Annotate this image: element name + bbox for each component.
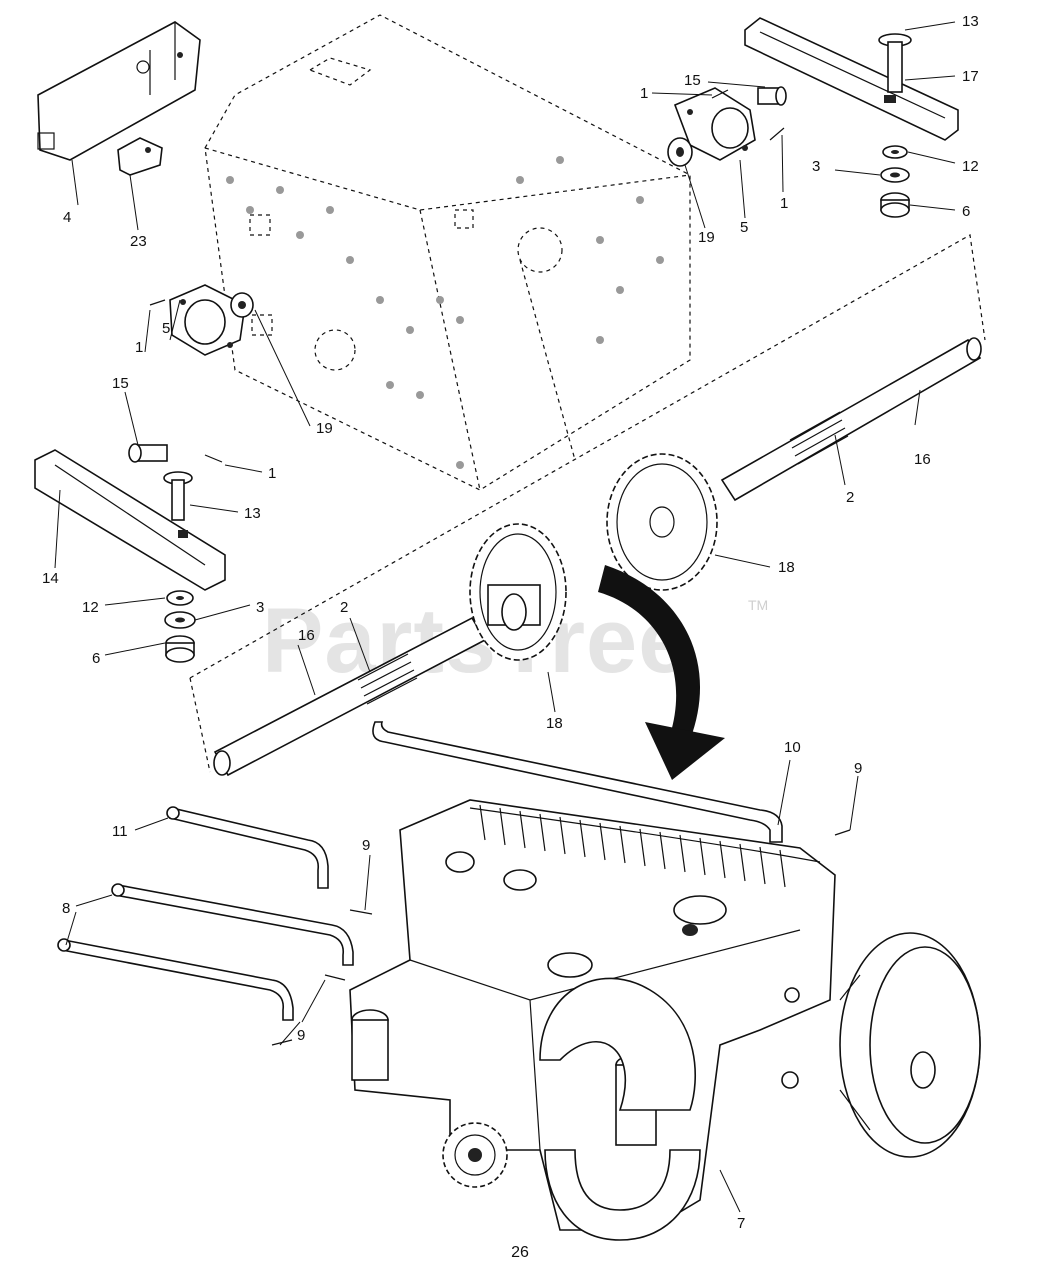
washer-3-left[interactable]	[164, 611, 196, 629]
bearing-19-left[interactable]	[230, 292, 254, 318]
pinion-gear[interactable]	[442, 1122, 508, 1188]
watermark-trademark: TM	[748, 597, 768, 613]
leader-lines	[54, 21, 956, 1213]
callout-6: 6	[92, 650, 100, 667]
page-number: 26	[511, 1244, 529, 1261]
callout-16: 16	[914, 451, 931, 468]
gear-18-right[interactable]	[606, 453, 718, 591]
callout-5: 5	[162, 320, 170, 337]
bolt-15-left[interactable]	[128, 443, 168, 463]
pulley[interactable]	[839, 932, 981, 1158]
rod-8-lower[interactable]	[57, 938, 294, 1021]
callout-19: 19	[316, 420, 333, 437]
callout-1: 1	[135, 339, 143, 356]
callout-1: 1	[780, 195, 788, 212]
washer-12-left[interactable]	[166, 590, 194, 606]
shaft-16-right[interactable]	[720, 337, 982, 502]
callout-5: 5	[740, 219, 748, 236]
callout-9: 9	[854, 760, 862, 777]
callout-14: 14	[42, 570, 59, 587]
callout-15: 15	[112, 375, 129, 392]
gear-18-left[interactable]	[469, 523, 567, 661]
callout-4: 4	[63, 209, 71, 226]
callout-17: 17	[962, 68, 979, 85]
callout-10: 10	[784, 739, 801, 756]
washer-3-right[interactable]	[880, 167, 910, 183]
bolt-13-left[interactable]	[163, 471, 193, 521]
shaft-16-left[interactable]	[213, 616, 487, 777]
rod-8-upper[interactable]	[111, 883, 354, 966]
callout-12: 12	[962, 158, 979, 175]
callout-1: 1	[640, 85, 648, 102]
bearing-19-right[interactable]	[667, 137, 693, 167]
bracket-4[interactable]	[37, 21, 201, 161]
callout-18: 18	[546, 715, 563, 732]
bar-17[interactable]	[744, 17, 959, 141]
callout-6: 6	[962, 203, 970, 220]
screws-1-right[interactable]	[711, 89, 785, 141]
bolt-13-right[interactable]	[878, 33, 912, 93]
callout-2: 2	[340, 599, 348, 616]
nut-6-left[interactable]	[165, 635, 195, 663]
callout-3: 3	[256, 599, 264, 616]
callout-labels: 4 23 13 17 12 3 6 15 1 1 19 5 5 1 15 19 …	[42, 13, 979, 1232]
callout-18: 18	[778, 559, 795, 576]
bolt-15-right[interactable]	[757, 86, 787, 106]
assembly-arrow	[598, 565, 725, 780]
callout-9: 9	[362, 837, 370, 854]
callout-13: 13	[244, 505, 261, 522]
callout-7: 7	[737, 1215, 745, 1232]
callout-3: 3	[812, 158, 820, 175]
nut-6-right[interactable]	[880, 192, 910, 218]
callout-12: 12	[82, 599, 99, 616]
callout-19: 19	[698, 229, 715, 246]
callout-11: 11	[112, 823, 128, 840]
callout-2: 2	[846, 489, 854, 506]
shaft-boundary-left	[189, 677, 211, 773]
callout-13: 13	[962, 13, 979, 30]
clip-23[interactable]	[117, 137, 163, 176]
bearing-flange-5-right[interactable]	[673, 87, 756, 161]
callout-23: 23	[130, 233, 147, 250]
bar-14[interactable]	[34, 449, 226, 591]
callout-16: 16	[298, 627, 315, 644]
rod-10[interactable]	[372, 721, 783, 843]
callout-8: 8	[62, 900, 70, 917]
rod-11[interactable]	[166, 806, 329, 889]
auger-housing[interactable]	[204, 14, 691, 491]
screws-1-left[interactable]	[149, 299, 223, 463]
callout-1: 1	[268, 465, 276, 482]
washer-12-right[interactable]	[882, 145, 908, 159]
callout-15: 15	[684, 72, 701, 89]
bearing-flange-5-left[interactable]	[169, 284, 246, 356]
gearbox-7[interactable]	[349, 799, 836, 1241]
shaft-boundary-box	[189, 234, 986, 679]
cotter-pins-9[interactable]	[271, 829, 851, 1046]
callout-9: 9	[297, 1027, 305, 1044]
